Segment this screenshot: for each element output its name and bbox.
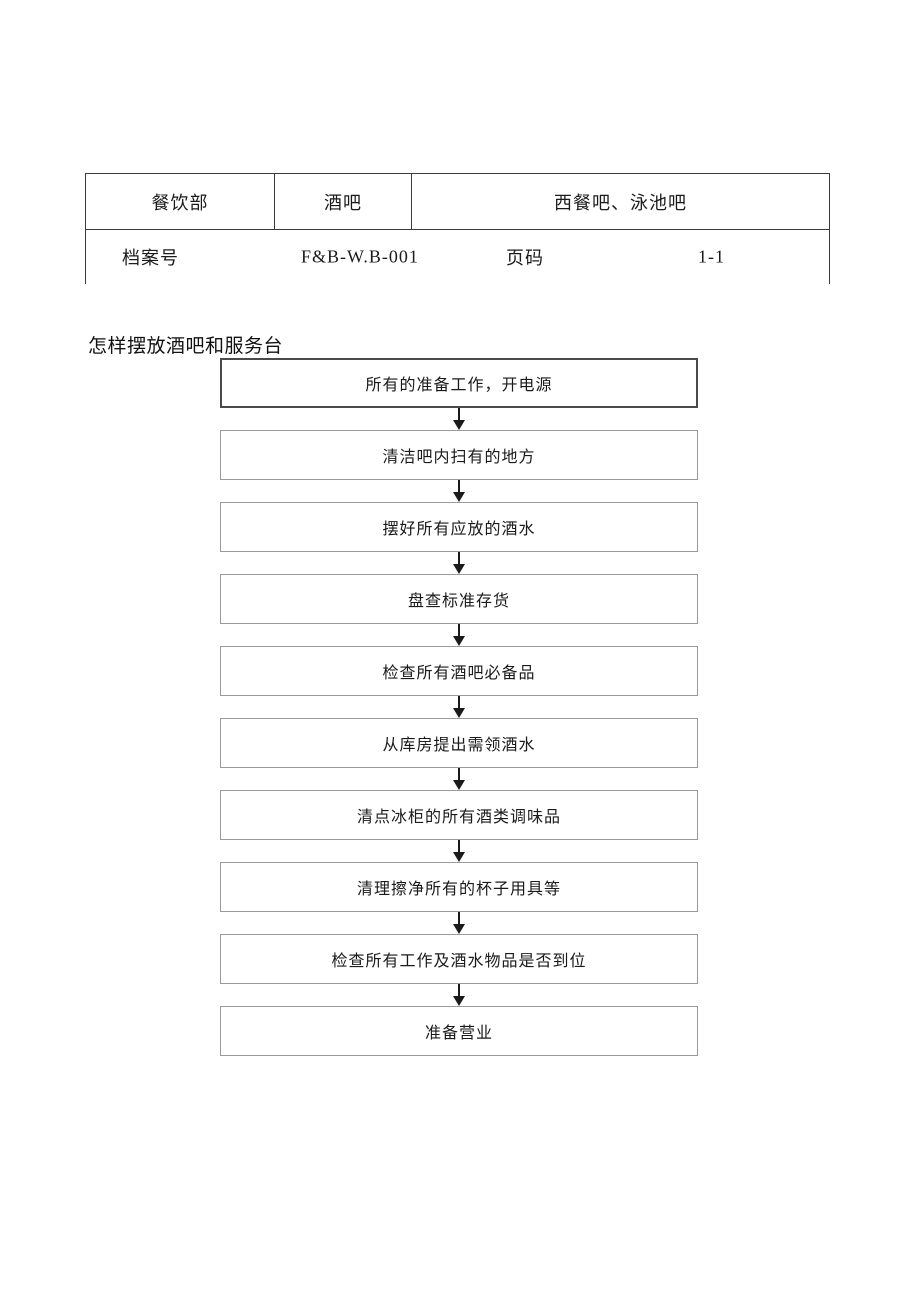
flow-step: 检查所有工作及酒水物品是否到位 bbox=[220, 934, 698, 984]
arrow-head bbox=[453, 708, 465, 718]
flow-arrow-down-icon bbox=[220, 768, 698, 790]
page-title: 怎样摆放酒吧和服务台 bbox=[88, 336, 284, 357]
arrow-shaft bbox=[458, 552, 460, 566]
flow-step: 从库房提出需领酒水 bbox=[220, 718, 698, 768]
flow-step-box-3: 摆好所有应放的酒水 bbox=[220, 502, 698, 552]
header-cell-locations: 西餐吧、泳池吧 bbox=[412, 174, 829, 229]
process-flowchart: 所有的准备工作，开电源清洁吧内扫有的地方摆好所有应放的酒水盘查标准存货检查所有酒… bbox=[220, 358, 698, 1056]
arrow-head bbox=[453, 852, 465, 862]
arrow-head bbox=[453, 420, 465, 430]
flow-arrow-down-icon bbox=[220, 480, 698, 502]
flow-arrow-down-icon bbox=[220, 840, 698, 862]
page-number-value: 1-1 bbox=[698, 246, 725, 267]
arrow-head bbox=[453, 636, 465, 646]
arrow-head bbox=[453, 780, 465, 790]
flow-step-box-7: 清点冰柜的所有酒类调味品 bbox=[220, 790, 698, 840]
arrow-head bbox=[453, 492, 465, 502]
flow-arrow-down-icon bbox=[220, 912, 698, 934]
flow-step: 盘查标准存货 bbox=[220, 574, 698, 624]
arrow-head bbox=[453, 996, 465, 1006]
flow-step: 清洁吧内扫有的地方 bbox=[220, 430, 698, 480]
arrow-shaft bbox=[458, 624, 460, 638]
flow-step: 所有的准备工作，开电源 bbox=[220, 358, 698, 408]
flow-arrow-down-icon bbox=[220, 696, 698, 718]
flow-step-box-4: 盘查标准存货 bbox=[220, 574, 698, 624]
page-number-label: 页码 bbox=[506, 248, 544, 268]
arrow-shaft bbox=[458, 768, 460, 782]
flow-step-box-8: 清理擦净所有的杯子用具等 bbox=[220, 862, 698, 912]
arrow-shaft bbox=[458, 840, 460, 854]
header-row-metadata: 档案号 F&B-W.B-001 页码 1-1 bbox=[86, 230, 829, 284]
outlet-label: 酒吧 bbox=[324, 192, 362, 213]
arrow-shaft bbox=[458, 912, 460, 926]
flow-step-box-6: 从库房提出需领酒水 bbox=[220, 718, 698, 768]
header-row-departments: 餐饮部 酒吧 西餐吧、泳池吧 bbox=[86, 174, 829, 230]
department-label: 餐饮部 bbox=[151, 192, 209, 213]
arrow-shaft bbox=[458, 408, 460, 422]
flow-step-box-5: 检查所有酒吧必备品 bbox=[220, 646, 698, 696]
flow-arrow-down-icon bbox=[220, 624, 698, 646]
arrow-shaft bbox=[458, 696, 460, 710]
flow-step: 清点冰柜的所有酒类调味品 bbox=[220, 790, 698, 840]
flow-arrow-down-icon bbox=[220, 552, 698, 574]
file-number-value: F&B-W.B-001 bbox=[301, 246, 419, 267]
flow-step-box-1: 所有的准备工作，开电源 bbox=[220, 358, 698, 408]
flow-step: 检查所有酒吧必备品 bbox=[220, 646, 698, 696]
flow-arrow-down-icon bbox=[220, 984, 698, 1006]
flow-step-box-2: 清洁吧内扫有的地方 bbox=[220, 430, 698, 480]
header-cell-department: 餐饮部 bbox=[86, 174, 275, 229]
arrow-shaft bbox=[458, 480, 460, 494]
flow-step-box-10: 准备营业 bbox=[220, 1006, 698, 1056]
flow-step-box-9: 检查所有工作及酒水物品是否到位 bbox=[220, 934, 698, 984]
file-number-label: 档案号 bbox=[122, 248, 179, 268]
flow-arrow-down-icon bbox=[220, 408, 698, 430]
document-header-table: 餐饮部 酒吧 西餐吧、泳池吧 档案号 F&B-W.B-001 页码 1-1 bbox=[85, 173, 830, 284]
arrow-head bbox=[453, 564, 465, 574]
flow-step: 摆好所有应放的酒水 bbox=[220, 502, 698, 552]
flow-step: 准备营业 bbox=[220, 1006, 698, 1056]
flow-step: 清理擦净所有的杯子用具等 bbox=[220, 862, 698, 912]
arrow-shaft bbox=[458, 984, 460, 998]
locations-label: 西餐吧、泳池吧 bbox=[554, 192, 687, 213]
arrow-head bbox=[453, 924, 465, 934]
header-cell-outlet: 酒吧 bbox=[275, 174, 412, 229]
